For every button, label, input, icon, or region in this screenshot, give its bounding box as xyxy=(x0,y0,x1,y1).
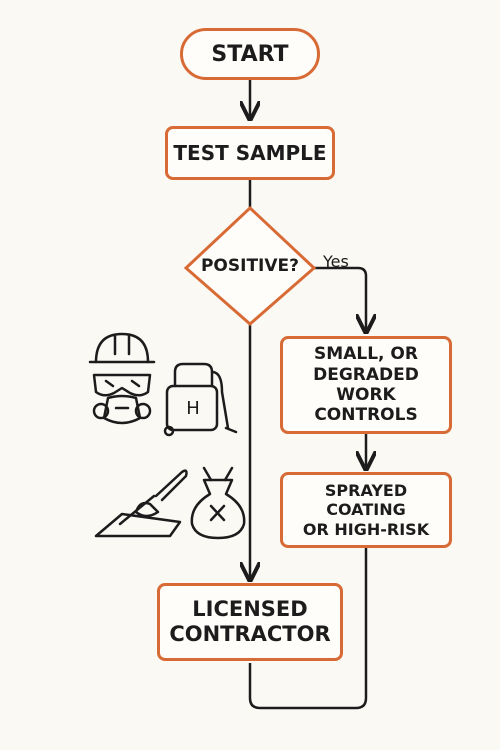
small-line-3: WORK CONTROLS xyxy=(314,385,418,426)
start-node: START xyxy=(180,28,320,80)
licensed-contractor-node: LICENSED CONTRACTOR xyxy=(157,583,343,661)
vacuum-letter: H xyxy=(186,398,200,419)
sprayed-line-2: OR HIGH-RISK xyxy=(302,519,430,539)
small-degraded-node: SMALL, OR DEGRADED WORK CONTROLS xyxy=(280,336,452,434)
small-line-2: DEGRADED xyxy=(313,364,419,385)
sprayed-line-1: SPRAYED COATING xyxy=(324,481,408,520)
licensed-line-2: CONTRACTOR xyxy=(169,622,331,646)
sprayed-coating-node: SPRAYED COATING OR HIGH-RISK xyxy=(280,472,452,548)
test-sample-node: TEST SAMPLE xyxy=(165,126,335,180)
line-sprayed-return xyxy=(248,548,368,710)
start-label: START xyxy=(211,41,289,67)
yes-label: Yes xyxy=(323,252,349,271)
small-line-1: SMALL, OR xyxy=(314,344,418,365)
arrow-yes-small xyxy=(310,266,366,330)
decision-diamond xyxy=(183,205,317,326)
test-sample-label: TEST SAMPLE xyxy=(173,141,327,165)
licensed-line-1: LICENSED xyxy=(192,596,308,621)
decision-label: POSITIVE? xyxy=(200,256,300,276)
